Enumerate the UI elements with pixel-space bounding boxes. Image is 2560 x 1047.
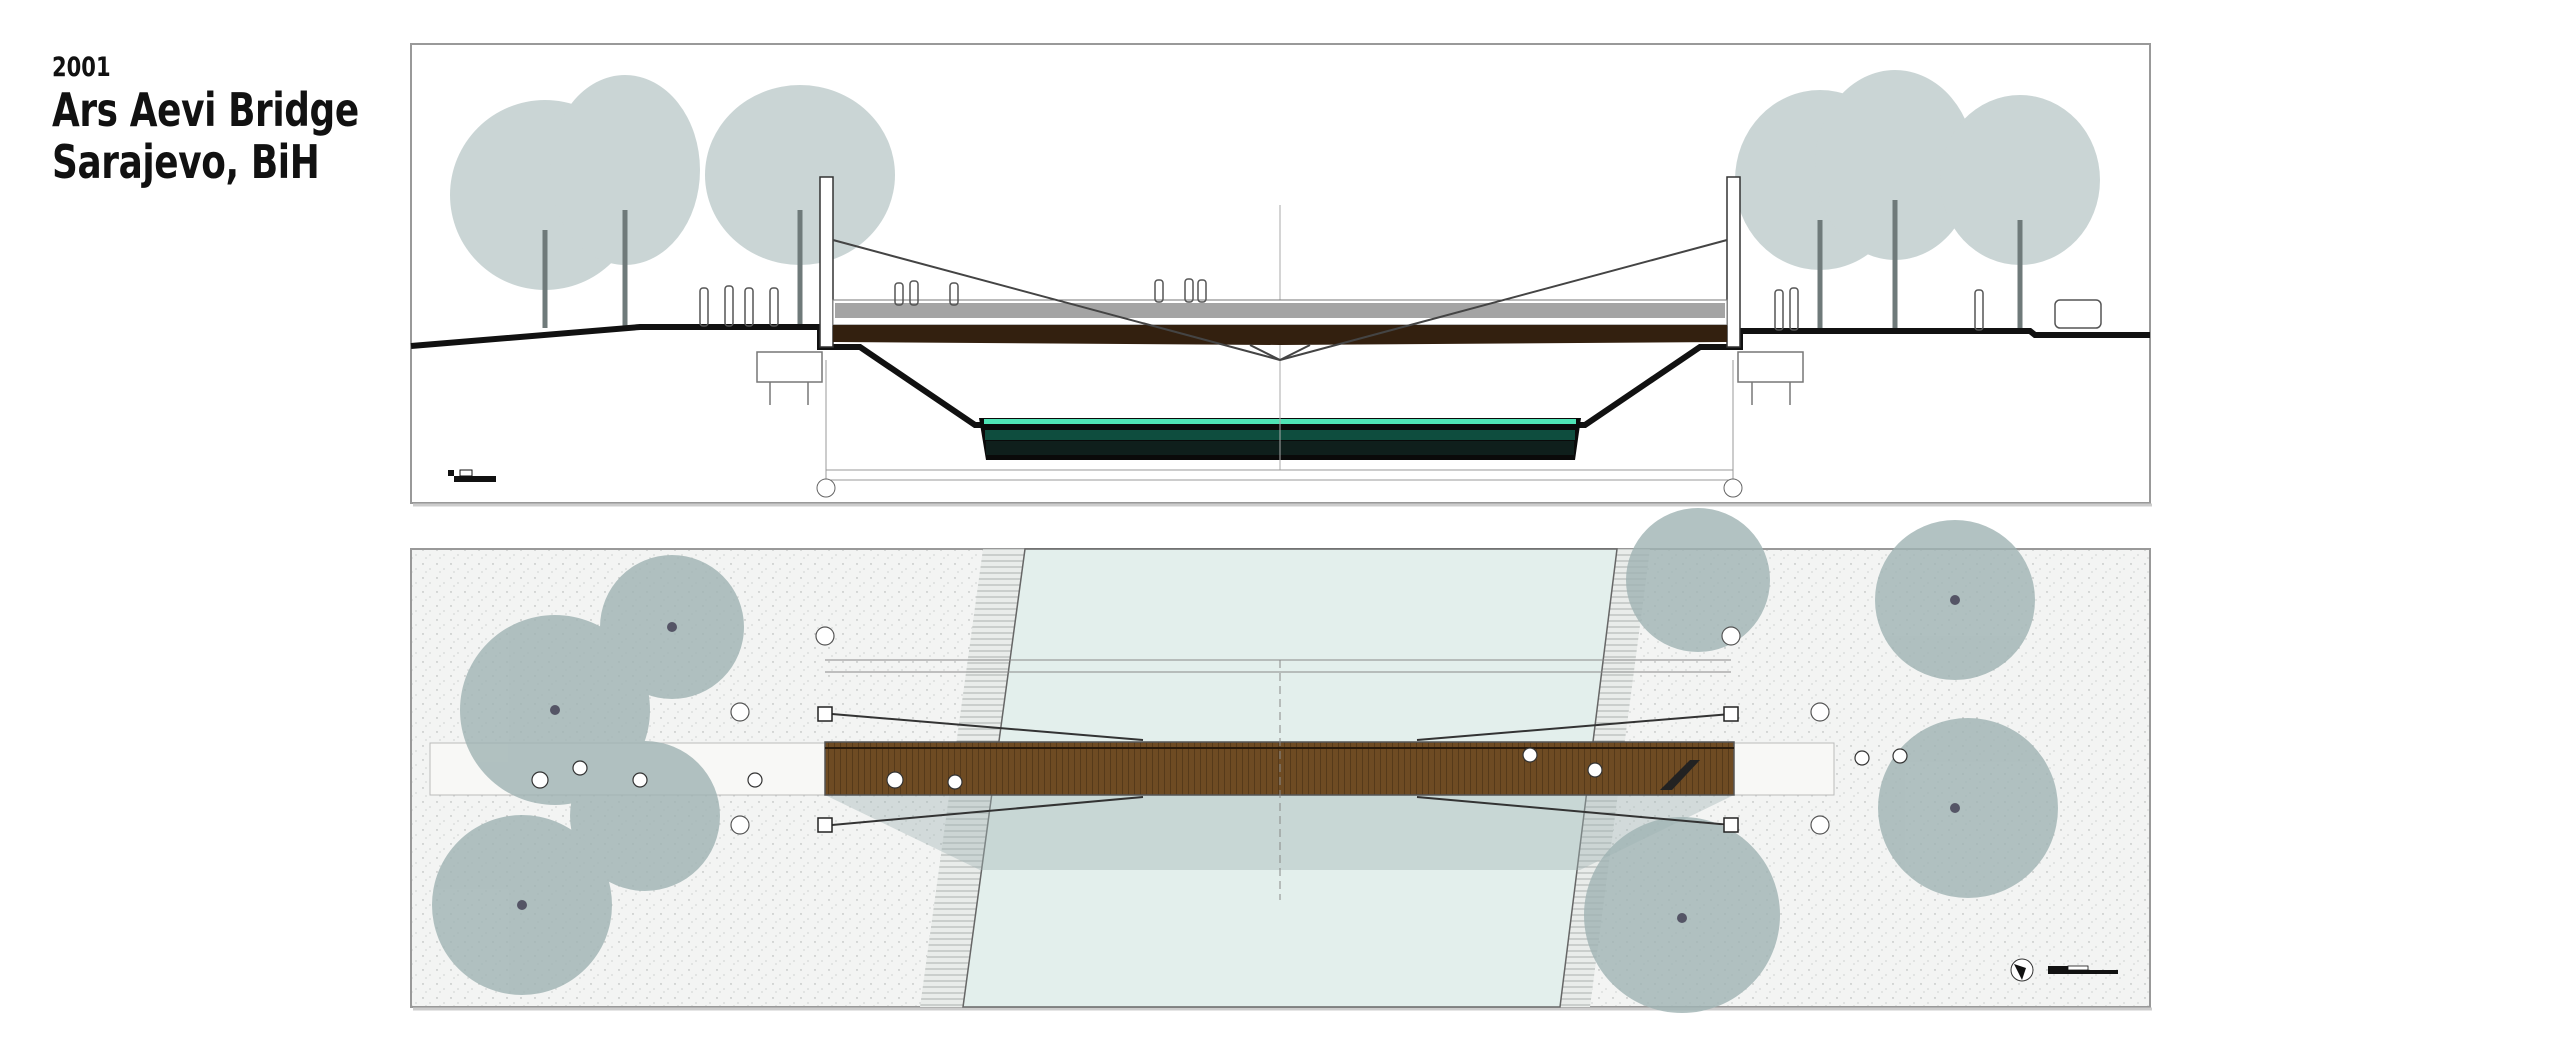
scale-bar-plan xyxy=(2048,965,2118,974)
grid-axis-marker-right xyxy=(1723,478,1743,498)
people-plan xyxy=(531,747,1908,790)
project-location: Sarajevo, BiH xyxy=(52,135,320,189)
right-approach-path xyxy=(1733,742,1835,796)
grid-axis-marker-left xyxy=(816,478,836,498)
plan-dimension-lines xyxy=(825,659,1731,900)
railing-panel xyxy=(835,303,1725,318)
bridge-deck-section xyxy=(833,325,1727,345)
plan-drawing xyxy=(410,508,2152,1013)
project-name: Ars Aevi Bridge xyxy=(52,83,359,137)
stay-cables xyxy=(832,239,1728,361)
tree-trunks xyxy=(542,200,2023,330)
pylon-footings xyxy=(817,706,1739,833)
grid-axis-markers-plan xyxy=(730,626,1830,835)
foundations xyxy=(756,351,1804,405)
elevation-drawing xyxy=(410,43,2152,507)
project-year: 2001 xyxy=(52,52,111,83)
trees-plan xyxy=(432,508,2058,1013)
stay-cables-plan xyxy=(831,713,1732,826)
tree-trunk-marks xyxy=(517,595,1960,923)
scale-bar-elevation xyxy=(448,469,496,482)
trees-elevation xyxy=(450,70,2100,290)
north-arrow xyxy=(2010,958,2034,982)
dimension-lines xyxy=(825,360,1734,481)
people-silhouettes xyxy=(699,278,2102,331)
title-block: 2001 Ars Aevi Bridge Sarajevo, BiH xyxy=(52,52,359,188)
left-pylon xyxy=(819,176,834,348)
bench xyxy=(1660,760,1700,790)
right-pylon xyxy=(1726,176,1741,348)
